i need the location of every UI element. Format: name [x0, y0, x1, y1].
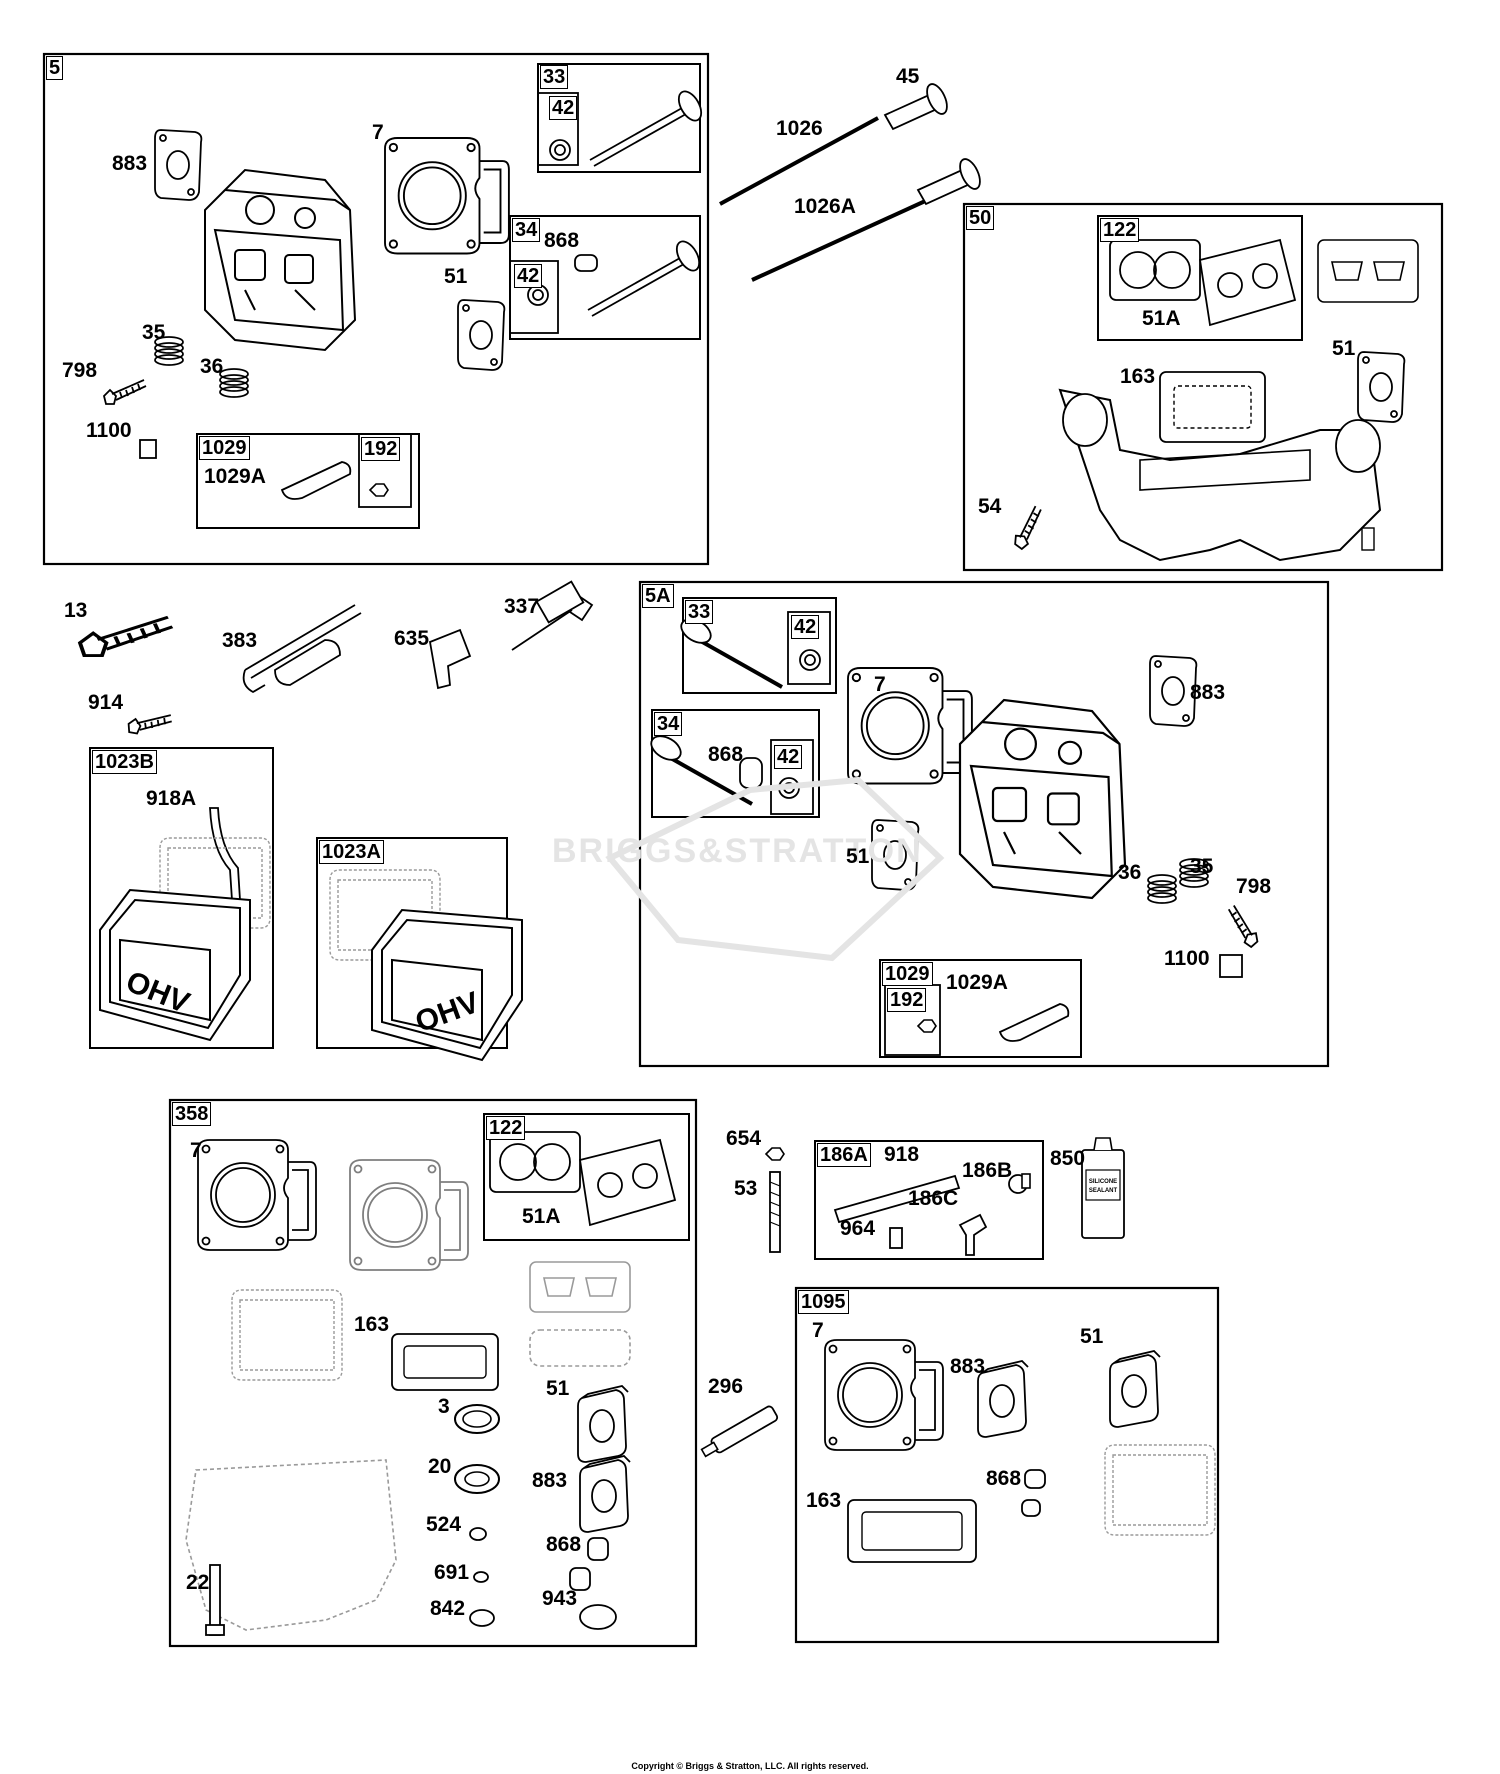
part-label: 883: [112, 152, 148, 175]
part-label: 163: [1120, 365, 1156, 388]
svg-text:SILICONE: SILICONE: [1089, 1179, 1117, 1185]
group-tag: 122: [1100, 218, 1140, 242]
group-tag: 34: [512, 218, 541, 242]
part-label: 7: [874, 673, 886, 696]
part-label: 22: [186, 1571, 210, 1594]
group-tag: 192: [887, 988, 927, 1012]
part-label: 691: [434, 1561, 470, 1584]
group-tag: 42: [549, 96, 578, 120]
group-tag: 5A: [642, 584, 674, 608]
part-label: 3: [438, 1395, 450, 1418]
part-label: 883: [532, 1469, 568, 1492]
part-label: 186B: [962, 1159, 1013, 1182]
group-tag: 42: [774, 745, 803, 769]
part-label: 51: [546, 1377, 570, 1400]
part-label: 383: [222, 629, 258, 652]
part-label: 798: [1236, 875, 1272, 898]
part-label: 45: [896, 65, 920, 88]
part-label: 868: [986, 1467, 1022, 1490]
part-label: 36: [1118, 861, 1142, 884]
part-label: 51: [1332, 337, 1356, 360]
part-label: 36: [200, 355, 224, 378]
part-label: 1026: [776, 117, 823, 140]
svg-text:SEALANT: SEALANT: [1089, 1188, 1118, 1194]
part-label: 868: [544, 229, 580, 252]
part-label: 914: [88, 691, 124, 714]
group-tag: 358: [172, 1102, 212, 1126]
part-label: 1029A: [204, 465, 266, 488]
part-label: 35: [1190, 855, 1214, 878]
group-tag: 50: [966, 206, 995, 230]
group-tag: 186A: [817, 1143, 871, 1167]
part-label: 35: [142, 321, 166, 344]
part-label: 51A: [1142, 307, 1181, 330]
part-label: 51: [1080, 1325, 1104, 1348]
part-label: 868: [708, 743, 744, 766]
part-label: 883: [1190, 681, 1226, 704]
group-tag: 42: [791, 615, 820, 639]
part-label: 337: [504, 595, 540, 618]
group-tag: 1023B: [92, 750, 157, 774]
part-label: 53: [734, 1177, 758, 1200]
part-label: 964: [840, 1217, 876, 1240]
part-label: 51: [444, 265, 468, 288]
group-tag: 33: [685, 600, 714, 624]
copyright-notice: Copyright © Briggs & Stratton, LLC. All …: [631, 1761, 869, 1771]
part-label: 1100: [86, 419, 132, 442]
part-label: 850: [1050, 1147, 1086, 1170]
watermark: BRIGGS&STRATTON: [552, 832, 923, 870]
part-label: 1100: [1164, 947, 1210, 970]
group-tag: 42: [514, 264, 543, 288]
group-tag: 1029: [199, 436, 250, 460]
part-label: 883: [950, 1355, 986, 1378]
part-label: 186C: [908, 1187, 959, 1210]
part-label: 798: [62, 359, 98, 382]
group-tag: 1029: [882, 962, 933, 986]
group-tag: 33: [540, 65, 569, 89]
part-label: 654: [726, 1127, 762, 1150]
part-label: 943: [542, 1587, 578, 1610]
part-label: 163: [354, 1313, 390, 1336]
group-tag: 1095: [798, 1290, 849, 1314]
part-label: 54: [978, 495, 1002, 518]
group-tag: 122: [486, 1116, 526, 1140]
part-label: 51A: [522, 1205, 561, 1228]
part-label: 842: [430, 1597, 466, 1620]
part-label: 1026A: [794, 195, 856, 218]
part-label: 163: [806, 1489, 842, 1512]
part-label: 7: [372, 121, 384, 144]
group-tag: 1023A: [319, 840, 384, 864]
part-label: 296: [708, 1375, 744, 1398]
part-label: 7: [190, 1139, 202, 1162]
part-label: 868: [546, 1533, 582, 1556]
part-label: 918: [884, 1143, 920, 1166]
part-label: 635: [394, 627, 430, 650]
group-tag: 192: [361, 437, 401, 461]
part-label: 51: [846, 845, 870, 868]
group-tag: 5: [46, 56, 64, 80]
part-label: 13: [64, 599, 88, 622]
part-label: 524: [426, 1513, 462, 1536]
part-label: 7: [812, 1319, 824, 1342]
group-tag: 34: [654, 712, 683, 736]
part-label: 20: [428, 1455, 452, 1478]
part-label: 1029A: [946, 971, 1008, 994]
part-label: 918A: [146, 787, 197, 810]
